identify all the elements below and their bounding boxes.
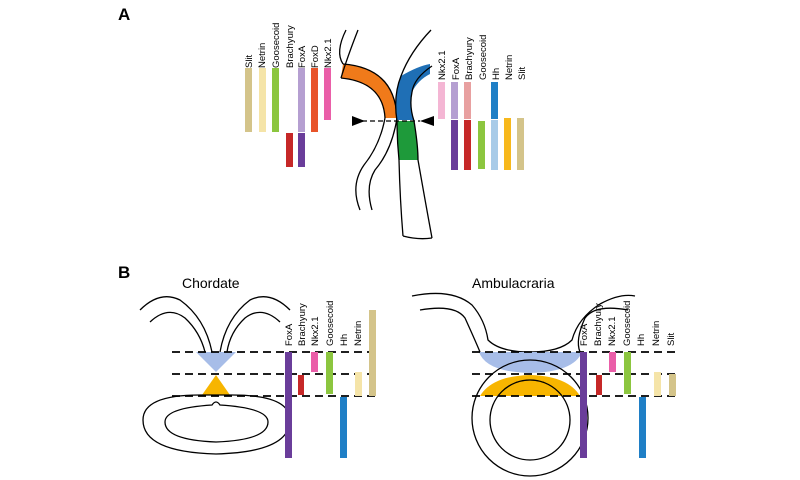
gene-label-slit-r: Slit [517,66,528,80]
gene-label-goosecoid-r: Goosecoid [478,35,489,80]
chordate-label-brachyury: Brachyury [297,303,308,346]
gene-label-nkx21-r: Nkx2.1 [437,50,448,80]
orange-tissue [341,64,397,118]
ambulacraria-inner-circle [489,379,571,461]
bar-foxa-r-light [451,82,458,119]
chordate-bar-foxa [285,352,292,458]
panel-a-right-bars [438,82,524,170]
ambulacraria-blue-region [479,352,582,373]
gene-label-foxd: FoxD [310,45,321,68]
chordate-bar-slit [369,310,376,396]
gene-label-nkx21: Nkx2.1 [323,38,334,68]
ambulacraria-label-goosecoid: Goosecoid [622,301,633,346]
chordate-drawing [139,296,380,455]
ambulacraria-label-foxa: FoxA [579,323,590,346]
ambulacraria-drawing [411,292,680,477]
bar-hh-r-dark [491,82,498,119]
panel-a-right-labels: Nkx2.1 FoxA Brachyury Goosecoid Hh Netri… [437,35,528,80]
right-arrowhead-icon [420,116,434,126]
ambulacraria-bar-goosecoid [624,352,631,394]
panel-a-embryo-drawing [339,29,434,240]
ambulacraria-label-netrin: Netrin [651,321,662,346]
ambulacraria-label-slit: Slit [666,332,677,346]
ambulacraria-title: Ambulacraria [472,275,555,291]
chordate-bar-goosecoid [326,352,333,394]
bar-brachyury-r-light [464,82,471,119]
panel-a-label: A [118,5,130,24]
bar-foxa-dark [298,133,305,167]
gene-label-brachyury: Brachyury [285,25,296,68]
gene-label-slit: Slit [244,54,255,68]
ambulacraria-label-hh: Hh [636,334,647,346]
bar-slit-r [517,118,524,170]
bar-brachyury [286,133,293,167]
gene-label-hh-r: Hh [491,68,502,80]
bar-goosecoid [272,68,279,132]
ambulacraria-bar-netrin [654,372,661,396]
gene-label-netrin: Netrin [257,43,268,68]
chordate-bar-netrin [355,372,362,396]
ambulacraria-gene-labels: FoxA Brachyury Nkx2.1 Goosecoid Hh Netri… [579,301,677,346]
ambulacraria-bar-nkx21 [609,352,616,372]
chordate-bar-nkx21 [311,352,318,372]
bar-nkx21 [324,68,331,120]
ambulacraria-label-brachyury: Brachyury [593,303,604,346]
bar-nkx21-r [438,82,445,119]
chordate-bar-brachyury [298,375,304,395]
ambulacraria-bar-foxa [580,352,587,458]
chordate-gene-labels: FoxA Brachyury Nkx2.1 Goosecoid Hh Netri… [284,301,379,346]
blue-tissue [395,64,430,120]
ambulacraria-yellow-region [480,375,580,396]
bar-brachyury-r-dark [464,120,471,170]
bar-netrin-r [504,118,511,170]
gene-label-netrin-r: Netrin [504,55,515,80]
chordate-label-goosecoid: Goosecoid [325,301,336,346]
ambulacraria-bar-slit [669,374,676,396]
gene-label-brachyury-r: Brachyury [464,37,475,80]
gene-label-goosecoid: Goosecoid [271,23,282,68]
chordate-label-netrin: Netrin [353,321,364,346]
chordate-title: Chordate [182,275,240,291]
chordate-label-nkx21: Nkx2.1 [310,316,321,346]
green-tissue [397,121,418,160]
bar-goosecoid-r [478,121,485,169]
bar-hh-r-light [491,120,498,170]
left-arrowhead-icon [352,116,365,126]
bar-foxa-r-dark [451,120,458,170]
gene-label-foxa: FoxA [297,45,308,68]
bar-slit [245,68,252,132]
ambulacraria-bar-brachyury [596,375,602,395]
panel-a-left-labels: Slit Netrin Goosecoid Brachyury FoxA Fox… [244,23,334,68]
bar-netrin [259,68,266,132]
gene-label-foxa-r: FoxA [451,57,462,80]
panel-a-left-bars [245,68,331,167]
panel-b-label: B [118,263,130,282]
bar-foxd [311,68,318,132]
ambulacraria-outer-circle [471,359,589,477]
ambulacraria-gene-bars [580,352,676,458]
chordate-yellow-region [202,375,230,395]
ambulacraria-bar-hh [639,397,646,458]
ambulacraria-label-nkx21: Nkx2.1 [607,316,618,346]
chordate-blue-region [196,352,236,372]
chordate-gene-bars [285,310,376,458]
bar-foxa-light [298,68,305,132]
chordate-label-hh: Hh [339,334,350,346]
chordate-bar-hh [340,397,347,458]
chordate-inner-ring [164,401,269,443]
chordate-label-foxa: FoxA [284,323,295,346]
left-wall-lower [355,117,386,211]
